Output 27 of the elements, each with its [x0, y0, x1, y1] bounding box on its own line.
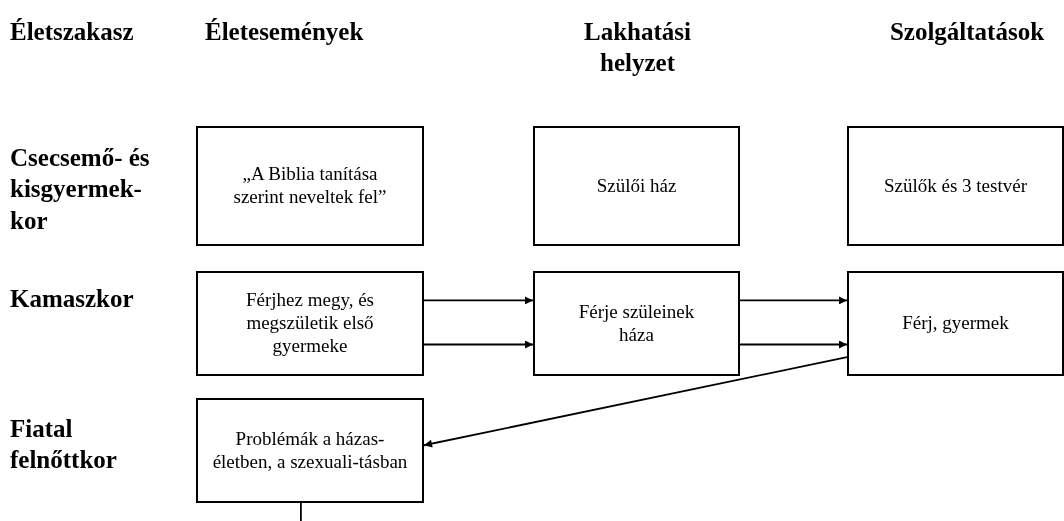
- column-heading: Életszakasz: [10, 17, 135, 47]
- column-heading: Életesemények: [205, 17, 365, 47]
- arrow: [739, 296, 848, 305]
- box-text: Férjhez megy, és megszületik első gyermeke: [245, 289, 375, 358]
- arrow: [739, 340, 848, 349]
- box-text: Szülői ház: [596, 174, 677, 198]
- box-text: „A Biblia tanítása szerint neveltek fel”: [232, 163, 388, 209]
- arrow: [423, 356, 848, 448]
- box-text: Férj, gyermek: [902, 312, 1009, 335]
- row-heading: Fiatal felnőttkor: [10, 414, 118, 476]
- column-heading: Lakhatási helyzet: [583, 17, 692, 79]
- process-box: [196, 126, 424, 246]
- process-box: [847, 126, 1064, 246]
- box-text: Szülők és 3 testvér: [884, 174, 1027, 198]
- row-heading: Kamaszkor: [10, 284, 135, 314]
- box-text: Férje szüleinek háza: [577, 300, 696, 347]
- box-text: Problémák a házas-életben, a szexuali-tásban: [212, 427, 408, 474]
- process-box: [196, 271, 424, 376]
- arrow: [423, 296, 534, 305]
- row-heading: Csecsemő- és kisgyermek-kor: [10, 143, 151, 236]
- arrow: [423, 340, 534, 349]
- process-box: [847, 271, 1064, 376]
- column-heading: Szolgáltatások: [888, 17, 1046, 47]
- connector-line: [300, 502, 302, 521]
- process-box: [196, 398, 424, 503]
- process-box: [533, 126, 740, 246]
- process-box: [533, 271, 740, 376]
